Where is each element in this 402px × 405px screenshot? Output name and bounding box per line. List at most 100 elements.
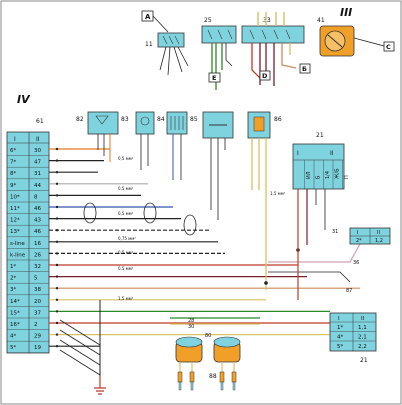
small-connector-header-1: I	[357, 230, 358, 236]
spark-plugs	[177, 362, 237, 391]
component-86-number: 86	[274, 116, 282, 123]
fuse-block-33-red-wire	[251, 43, 263, 81]
diag-bottom-cell-1: 1*	[337, 325, 343, 331]
ecu-pin-label: 11*	[10, 206, 20, 212]
diag-bottom-cell-2: 1,1	[358, 325, 367, 331]
fuse-block-33-number: 33	[263, 17, 271, 24]
connector-87-number: 87	[346, 288, 352, 294]
harness-pin-dot	[55, 182, 59, 185]
ecu-pin-label: 3*	[10, 287, 16, 293]
ecu-pin-label: 8*	[10, 171, 16, 177]
ecu-pin-label: 10*	[10, 194, 20, 200]
ignition-coil-1-top	[175, 336, 203, 348]
spark-plug-icon	[219, 371, 225, 383]
wire-size-label: 0,75 мм²	[118, 236, 136, 241]
wire-size-label: 0,5 мм²	[118, 186, 134, 191]
diag-top-cell: 1/4	[325, 171, 331, 179]
wire-size-label: 1,5 мм²	[270, 191, 286, 196]
ecu-pin-label: 9*	[10, 183, 16, 189]
harness-pin-dot	[55, 321, 59, 325]
ecu-pin-number: 37	[34, 310, 41, 316]
ecu-pin-label: 1*	[10, 264, 16, 270]
spark-plug-tip	[178, 381, 182, 391]
diag-top-cell: Ж/Б	[335, 168, 341, 179]
ecu-pin-label: 16*	[10, 322, 20, 328]
section-label-iii: III	[340, 6, 352, 19]
ecu-pin-label: s-line	[10, 241, 25, 247]
wire-size-label: 0,5 мм²	[118, 211, 134, 216]
diag-21-top	[292, 143, 345, 190]
harness-pin-dot	[55, 275, 59, 278]
diag-top-cell: Б	[316, 175, 322, 179]
wire-size-label: 0,5 мм²	[118, 266, 134, 271]
ground-icon	[94, 376, 106, 395]
fuse-block-33-orange-wire	[281, 43, 297, 69]
ecu-pin-number: 43	[34, 218, 41, 224]
harness-pin-dot	[55, 171, 59, 174]
harness-bundle-loop	[143, 202, 157, 224]
spark-plug-tip	[232, 381, 236, 391]
connector-87-wire	[268, 271, 351, 283]
ecu-pin-label: k-line	[10, 252, 26, 258]
fuse-block-25-black-wire	[225, 43, 233, 67]
ecu-61-number: 61	[36, 118, 44, 125]
callout-b	[299, 63, 311, 74]
small-connector-header-2: II	[377, 230, 380, 236]
component-84	[166, 111, 188, 135]
spark-plugs-number: 88	[209, 373, 217, 380]
spark-plug-tip	[190, 381, 194, 391]
callout-a-label: A	[145, 13, 151, 21]
diag-top-cell: П	[344, 175, 350, 179]
harness-pin-dot	[55, 194, 59, 197]
component-85-number: 85	[190, 116, 198, 123]
harness-pin-dot	[55, 205, 59, 209]
ecu-pin-number: 46	[34, 206, 41, 212]
relay-11-wires	[159, 46, 189, 76]
ecu-header-col-1: I	[14, 136, 16, 143]
harness-pin-dot	[55, 240, 59, 243]
diag-top-header-2: II	[330, 150, 334, 157]
harness-pin-dot	[55, 217, 59, 220]
diag-bottom-cell-1: 5*	[337, 344, 343, 350]
ecu-pin-label: 4*	[10, 334, 16, 340]
harness-pin-dot	[55, 298, 59, 301]
diag-top-header-1: I	[297, 150, 299, 157]
fuse-block-25-number: 25	[204, 17, 212, 24]
harness-ground-branch	[59, 339, 101, 366]
callout-d	[259, 70, 271, 81]
ecu-pin-number: 44	[34, 183, 41, 189]
diag-21-bottom-number: 21	[360, 357, 368, 364]
fuse-block-33-top-wires	[257, 12, 285, 26]
node-30-number: 30	[188, 324, 194, 330]
wire-size-label: 0,5 мм²	[118, 156, 134, 161]
diag-top-cell: ИЛ	[306, 171, 312, 179]
ecu-pin-number: 47	[34, 160, 41, 166]
ecu-pin-table: I II 6*307*478*319*4410*811*4612*4313*46…	[6, 131, 50, 354]
ecu-pin-number: 32	[34, 264, 41, 270]
ecu-pin-label: 13*	[10, 229, 20, 235]
ecu-pin-label: 6*	[10, 148, 16, 154]
harness-pin-dot	[55, 287, 59, 290]
junction-dot	[264, 281, 268, 285]
fuse-block-25	[201, 25, 237, 44]
ecu-pin-number: 29	[34, 334, 41, 340]
component-84-number: 84	[157, 116, 165, 123]
harness-pin-dot	[55, 333, 59, 336]
component-83	[135, 111, 155, 135]
ecu-pin-number: 30	[34, 148, 41, 154]
harness-bundle-loop	[83, 202, 97, 224]
harness-pin-dot	[55, 345, 59, 348]
callout-e	[208, 72, 221, 83]
ecu-table-background	[6, 131, 50, 354]
diag-bottom-cell-2: 2,2	[358, 344, 367, 350]
spark-plug-icon	[231, 371, 237, 383]
harness-ground-branch	[59, 349, 101, 376]
fuse-block-25-green-wires	[211, 43, 223, 90]
callout-c-label: C	[386, 43, 391, 51]
callout-b-label: Б	[302, 65, 307, 73]
ecu-pin-number: 5	[34, 276, 38, 282]
wire-size-label: 1,5 мм²	[118, 296, 134, 301]
